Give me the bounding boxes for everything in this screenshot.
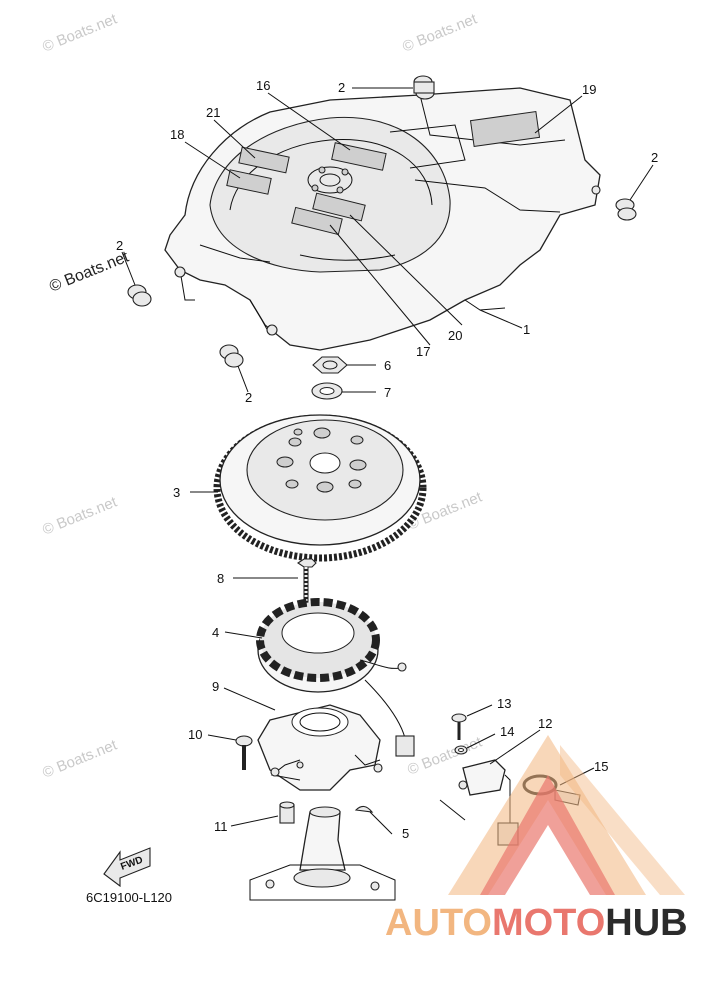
- callout-9: 9: [212, 679, 219, 694]
- grommet-right: [615, 198, 637, 221]
- callout-11: 11: [214, 819, 228, 834]
- callout-14: 14: [500, 724, 514, 739]
- callout-labels: 1 2 2 2 2 3 4 5 6 7 8 9 10 11 12 13 14 1…: [116, 78, 658, 841]
- watermark-2: © Boats.net: [400, 10, 480, 56]
- decal-17: [291, 206, 343, 236]
- callout-13: 13: [497, 696, 511, 711]
- washer: [311, 382, 343, 400]
- base-plate-screw: [235, 735, 253, 770]
- grommet-left: [127, 284, 152, 307]
- logo-text-part3: HUB: [605, 902, 687, 944]
- decal-18: [226, 169, 272, 195]
- callout-10: 10: [188, 727, 202, 742]
- logo-text-part2: MOTO: [492, 902, 605, 944]
- callout-20: 20: [448, 328, 462, 343]
- crankshaft: [249, 806, 396, 901]
- decal-19: [469, 110, 541, 148]
- woodruff-key: [354, 805, 374, 813]
- flywheel-rotor: [213, 414, 427, 562]
- fwd-arrow: FWD: [103, 847, 151, 888]
- callout-16: 16: [256, 78, 270, 93]
- callout-5: 5: [402, 826, 409, 841]
- callout-6: 6: [384, 358, 391, 373]
- callout-21: 21: [206, 105, 220, 120]
- grommets: [127, 75, 637, 368]
- pulser-screw: [451, 713, 467, 740]
- grommet-top: [413, 75, 435, 100]
- decal-20: [312, 192, 366, 222]
- callout-12: 12: [538, 716, 552, 731]
- callout-2-top: 2: [338, 80, 345, 95]
- callout-2-left: 2: [116, 238, 123, 253]
- collar: [279, 801, 295, 824]
- pulser-washer: [454, 745, 468, 755]
- logo-text-part1: AUTO: [385, 902, 492, 944]
- callout-18: 18: [170, 127, 184, 142]
- callout-3: 3: [173, 485, 180, 500]
- watermark-dark: © Boats.net: [47, 248, 132, 295]
- flywheel-cover: [164, 87, 601, 351]
- automotohub-logo: AUTOMOTOHUB: [385, 735, 688, 944]
- leader-lines: [121, 87, 654, 835]
- stator-coil: [256, 598, 415, 757]
- decal-21: [238, 146, 290, 174]
- callout-4: 4: [212, 625, 219, 640]
- logo-text: AUTOMOTOHUB: [385, 902, 688, 944]
- decal-16: [331, 142, 387, 171]
- callout-19: 19: [582, 82, 596, 97]
- diagram-code: 6C19100-L120: [86, 890, 172, 905]
- callout-1: 1: [523, 322, 530, 337]
- callout-7: 7: [384, 385, 391, 400]
- flywheel-nut: [312, 356, 348, 374]
- base-plate: [257, 704, 383, 791]
- callout-8: 8: [217, 571, 224, 586]
- callout-2-bottom: 2: [245, 390, 252, 405]
- watermark-1: © Boats.net: [40, 10, 120, 56]
- watermark-4: © Boats.net: [40, 493, 120, 539]
- callout-17: 17: [416, 344, 430, 359]
- callout-15: 15: [594, 759, 608, 774]
- watermark-6: © Boats.net: [40, 736, 120, 782]
- callout-2-right: 2: [651, 150, 658, 165]
- grommet-bottom: [219, 344, 244, 368]
